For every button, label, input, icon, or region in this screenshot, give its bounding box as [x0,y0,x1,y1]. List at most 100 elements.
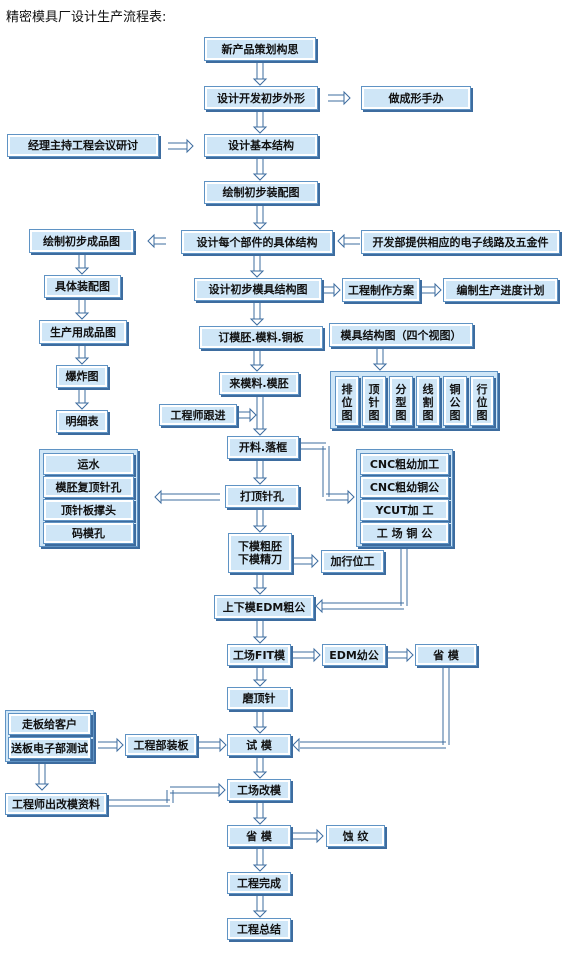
node-initial-shape-design: 设计开发初步外形 [205,87,317,109]
node-workshop-fit-mold: 工场FIT模 [228,645,290,665]
node-final-polish: 省 模 [228,826,290,846]
arrow-head [154,489,162,505]
arrow-head [311,553,319,569]
node-edm-fine-electrode: EDM幼公 [323,645,385,665]
arrow-head [252,636,268,644]
view-ejector-drawing: 顶针图 [363,377,385,425]
arrow-head [252,817,268,825]
node-electronics-test: 送板电子部测试 [9,738,90,758]
arrow-head [252,477,268,485]
item-ejector-plate-support: 顶针板撑头 [44,500,133,520]
arrow-head [372,363,388,371]
node-production-product-drawing: 生产用成品图 [40,321,126,343]
node-initial-mold-structure: 设计初步模具结构图 [195,279,321,300]
node-detailed-assembly-drawing: 具体装配图 [45,276,120,297]
arrow-head [74,267,90,275]
arrow-head [406,647,414,663]
arrow-head [34,783,50,791]
node-initial-assembly-drawing: 绘制初步装配图 [205,182,317,203]
arrow-head [218,782,226,798]
node-engineering-meeting: 经理主持工程会议研讨 [8,135,158,156]
arrow-head [249,407,257,423]
node-part-structure-design: 设计每个部件的具体结构 [182,231,332,253]
arrow-head [252,864,268,872]
node-cut-material-frame: 开料.落框 [228,437,298,458]
node-finish-cut-label: 下模精刀 [238,553,282,566]
view-electrode-drawing: 铜公图 [444,377,466,425]
node-engineer-modification-data: 工程师出改模资料 [6,794,106,814]
arrow-head [434,282,442,298]
arrow-head [249,270,265,278]
node-drill-ejector-holes: 打顶针孔 [226,486,298,507]
arrow-head [252,428,268,436]
arrow-head [313,647,321,663]
node-sample-to-customer: 走板给客户 [9,714,90,734]
node-edm-rough-electrode: 上下模EDM粗公 [215,596,313,618]
node-new-product-planning: 新产品策划构思 [205,38,315,60]
node-mold-structure-four-views: 模具结构图（四个视图） [330,324,472,346]
node-project-summary: 工程总结 [228,919,290,939]
arrow-head [252,679,268,687]
arrow-head [252,771,268,779]
node-make-prototype: 做成形手办 [362,87,470,109]
arrow-head [252,525,268,533]
arrow-head [252,587,268,595]
arrow-head [252,726,268,734]
arrow-head [74,357,90,365]
item-cnc-rough-fine: CNC粗幼加工 [361,454,448,474]
node-workshop-mold-modify: 工场改模 [228,780,290,800]
arrow-head [343,90,351,106]
item-workshop-electrode: 工 场 铜 公 [361,523,448,543]
node-polish-mold: 省 模 [416,645,476,665]
node-slider-machining: 加行位工 [322,551,383,572]
arrow-head [315,598,323,614]
node-project-complete: 工程完成 [228,873,290,893]
node-texture-etching: 蚀 纹 [327,826,384,846]
item-cnc-electrode: CNC粗幼铜公 [361,477,448,497]
arrow-head [252,173,268,181]
node-basic-structure-design: 设计基本结构 [205,135,317,156]
node-trial-mold: 试 模 [228,735,290,755]
node-receive-mold-material: 来模料.模胚 [220,373,298,394]
node-bill-of-materials: 明细表 [57,411,107,432]
arrow-head [347,489,355,505]
item-clamp-holes: 码模孔 [44,523,133,543]
view-wire-cut-drawing: 线割图 [417,377,439,425]
page-title: 精密模具厂设计生产流程表: [6,10,167,25]
node-production-schedule: 编制生产进度计划 [444,279,557,301]
arrow-head [252,910,268,918]
node-engineering-assembly: 工程部装板 [126,735,196,755]
view-parting-drawing: 分型图 [390,377,412,425]
item-ycut-machining: YCUT加 工 [361,500,448,520]
node-order-mold-base: 订模胚.模料.铜板 [200,327,322,348]
node-electronics-hardware-supply: 开发部提供相应的电子线路及五金件 [362,231,559,253]
views-group [331,372,497,428]
arrow-head [147,233,155,249]
node-exploded-view: 爆炸图 [57,366,107,387]
arrow-head [252,78,268,86]
node-rough-cut-label: 下模粗胚 [238,540,282,553]
node-engineering-plan: 工程制作方案 [343,279,419,301]
node-initial-product-drawing: 绘制初步成品图 [30,230,133,252]
arrow-head [249,318,265,326]
arrow-head [337,233,345,249]
view-slider-drawing: 行位图 [471,377,493,425]
node-engineer-follow-up: 工程师跟进 [160,405,236,425]
node-grind-ejector: 磨顶针 [228,688,290,709]
arrow-head [116,737,124,753]
arrow-head [252,222,268,230]
view-layout-drawing: 排位图 [336,377,358,425]
arrow-head [333,282,341,298]
arrow-head [186,138,194,154]
arrow-head [249,364,265,372]
node-rough-finish-cut: 下模粗胚 下模精刀 [229,534,291,572]
item-cooling-water: 运水 [44,454,133,474]
arrow-head [316,828,324,844]
arrow-head [219,737,227,753]
arrow-head [74,402,90,410]
item-base-ejector-holes: 模胚复顶针孔 [44,477,133,497]
arrow-head [252,126,268,134]
arrow-head [292,737,300,753]
arrow-head [74,312,90,320]
